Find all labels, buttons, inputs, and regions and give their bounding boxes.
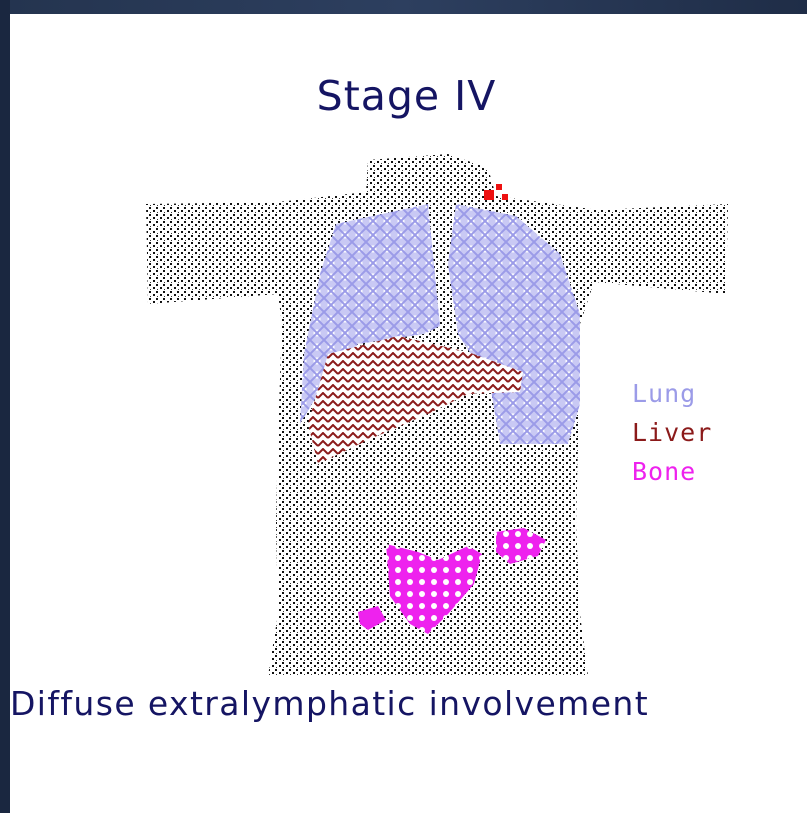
slide-frame-top [0, 0, 807, 14]
slide-panel: Stage IV [10, 14, 807, 813]
slide-title: Stage IV [8, 72, 805, 120]
legend-item-lung: Lung [632, 374, 712, 413]
slide-frame-left [0, 0, 10, 813]
legend-item-liver: Liver [632, 413, 712, 452]
organ-legend: Lung Liver Bone [632, 374, 712, 491]
slide-caption: Diffuse extralymphatic involvement [10, 684, 807, 723]
legend-item-bone: Bone [632, 452, 712, 491]
